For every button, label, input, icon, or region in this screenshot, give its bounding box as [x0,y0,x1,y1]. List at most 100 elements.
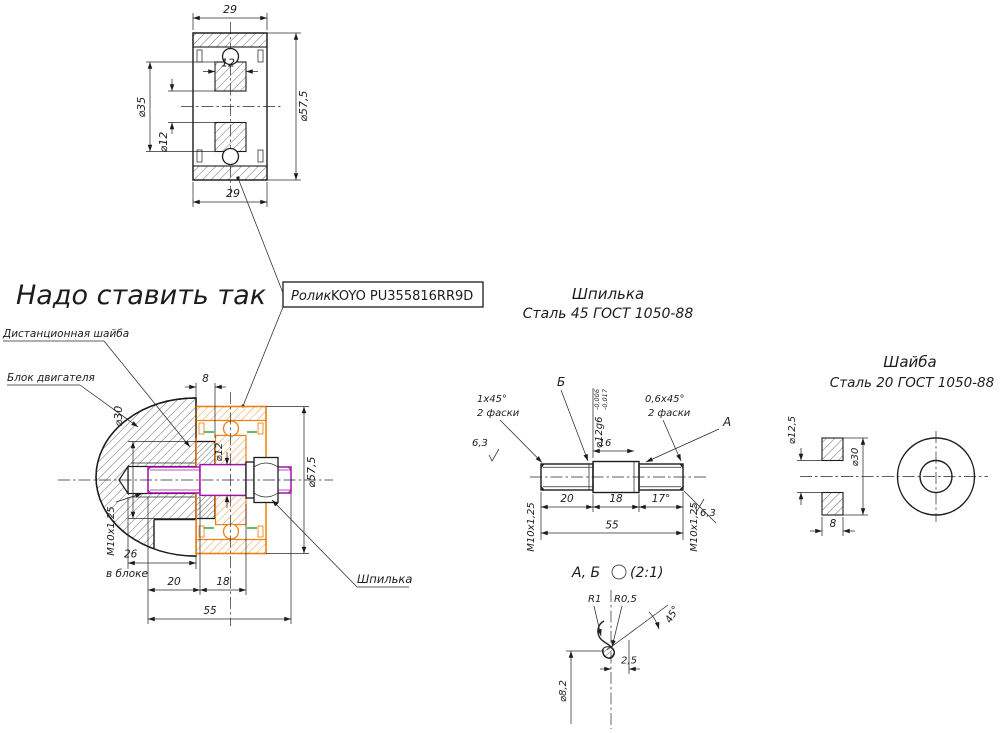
roller-label-model: KOYO PU355816RR9D [331,289,473,304]
stud-view-b-marker: Б [557,375,589,462]
dim-text: ⌀8,2 [558,680,569,702]
detail-title-text: А, Б [571,565,600,581]
dim-text: 8 [202,373,209,385]
stud-chamfer-left-callout: 1х45° 2 фаски [477,394,543,463]
dim-text: 2,5 [621,656,637,667]
dim-assembly-18: 18 [200,504,247,595]
dim-text: ⌀30 [850,448,861,467]
roughness-icon [488,448,500,462]
dim-text: 12 [221,57,235,70]
stud-view-a-marker: А [645,415,731,463]
dim-detail-angle: 45° [606,604,682,651]
callout-stud: Шпилька [271,499,412,588]
chamfer-note: 2 фаски [648,408,691,419]
dim-roller-d35: ⌀35 [135,61,215,152]
roller-label-word: Ролик [291,289,332,304]
dim-text: 45° [664,604,682,625]
roller-rim-bottom [192,165,268,181]
dim-text: 29 [223,3,237,16]
note-title: Надо ставить так [16,280,267,311]
stud-title: Шпилька [572,285,644,303]
thread-label: М10х1,25 [689,502,700,552]
dim-text: 8 [830,518,837,530]
dim-text: ⌀12,5 [787,416,798,444]
dim-detail-d82: ⌀8,2 [558,650,604,724]
dia-tol-lower: -0,017 [601,388,609,410]
dim-text: ⌀12 [214,443,225,462]
dim-text: R1 [588,594,601,605]
stud-roughness-left: 6,3 [472,438,500,462]
bearing-seal [196,149,203,163]
dim-washer-d125: ⌀12,5 [787,416,822,505]
dim-text: 55 [203,605,217,617]
bearing-ball-top [221,47,240,66]
stud-body [540,460,684,494]
dim-text: 18 [609,493,623,505]
dim-roller-inner-width: 12 [203,57,258,77]
stud-dia-callout: ⌀12g6 -0,006 -0,017 [592,388,609,458]
roughness-value: 6,3 [700,508,716,519]
dim-assembly-thread: М10х1,25 [106,493,143,556]
dim-assembly-20: 20 [147,497,201,624]
bearing-ball-bottom [221,147,240,166]
dim-text: ⌀30 [112,406,125,427]
dim-assembly-55: 55 [148,494,292,624]
view-a-label: А [722,415,731,429]
dim-washer-thickness: 8 [810,517,855,536]
stud-chamfer-right-callout: 0,6х45° 2 фаски [645,394,691,462]
dim-text: 16 [599,438,612,449]
washer-section [821,437,844,516]
washer-front-view [896,431,976,522]
washer-material: Сталь 20 ГОСТ 1050-88 [830,375,994,391]
detail-scale-text: (2:1) [630,565,663,581]
assembly-ball-bottom [222,523,240,540]
dim-text: ⌀12 [157,132,170,153]
dim-text: 29 [226,187,240,200]
dim-text: М10х1,25 [106,506,117,556]
roughness-value: 6,3 [472,438,488,449]
stud-part-view: Шпилька Сталь 45 ГОСТ 1050-88 1х45° 2 фа… [472,285,731,552]
dia-tol-upper: -0,006 [593,389,601,410]
dim-detail-radii: R1 R0,5 [588,594,637,648]
roller-section-view: 29 12 ⌀35 ⌀12 ⌀57,5 [135,3,310,294]
dim-roller-width-bottom: 29 [192,182,268,207]
thread-label: М10х1,25 [526,502,537,552]
dim-roller-width-top: 29 [192,3,268,30]
callout-block-label: Блок двигателя [7,372,95,384]
dim-note: в блоке [106,568,148,580]
callout-stud-label: Шпилька [357,572,412,586]
dim-text: 18 [216,576,230,588]
dim-washer-d30: ⌀30 [843,437,868,516]
roller-inner-ring-top [214,61,247,92]
stud-roughness-right: 6,3 [683,490,717,524]
thread-end-profile [597,620,615,659]
dim-text: R0,5 [614,594,637,605]
dim-text: 26 [124,549,138,561]
bearing-seal [257,149,264,163]
chamfer-note: 2 фаски [477,408,520,419]
dim-assembly-d575: ⌀57,5 [266,406,318,554]
dim-text: ⌀57,5 [297,90,310,121]
dim-roller-d575: ⌀57,5 [267,32,310,181]
dim-text: 20 [167,576,181,588]
roller-label-box: Ролик KOYO PU355816RR9D [241,281,484,408]
dia-text: ⌀12g6 [594,417,605,448]
callout-spacer-label: Дистанционная шайба [2,328,129,340]
roller-rim-top [192,32,268,48]
view-b-label: Б [557,375,565,389]
dim-assembly-d12: ⌀12 [214,443,230,508]
roller-inner-ring-bottom [214,121,247,153]
detail-view: А, Б (2:1) R1 R0,5 45° 2,5 [558,564,682,729]
dim-spacer-width: 8 [185,373,226,438]
stud-material: Сталь 45 ГОСТ 1050-88 [523,306,694,322]
dim-text: 20 [560,493,574,505]
washer-title: Шайба [883,353,936,371]
dim-text: ⌀35 [135,97,148,118]
dim-text: ⌀57,5 [305,456,318,487]
dim-text: 17° [652,493,671,505]
chamfer-text: 0,6х45° [645,394,685,405]
stud-len16-dim: 16 [593,438,634,454]
roller-leader [236,176,284,294]
roughness-icon [693,498,705,512]
